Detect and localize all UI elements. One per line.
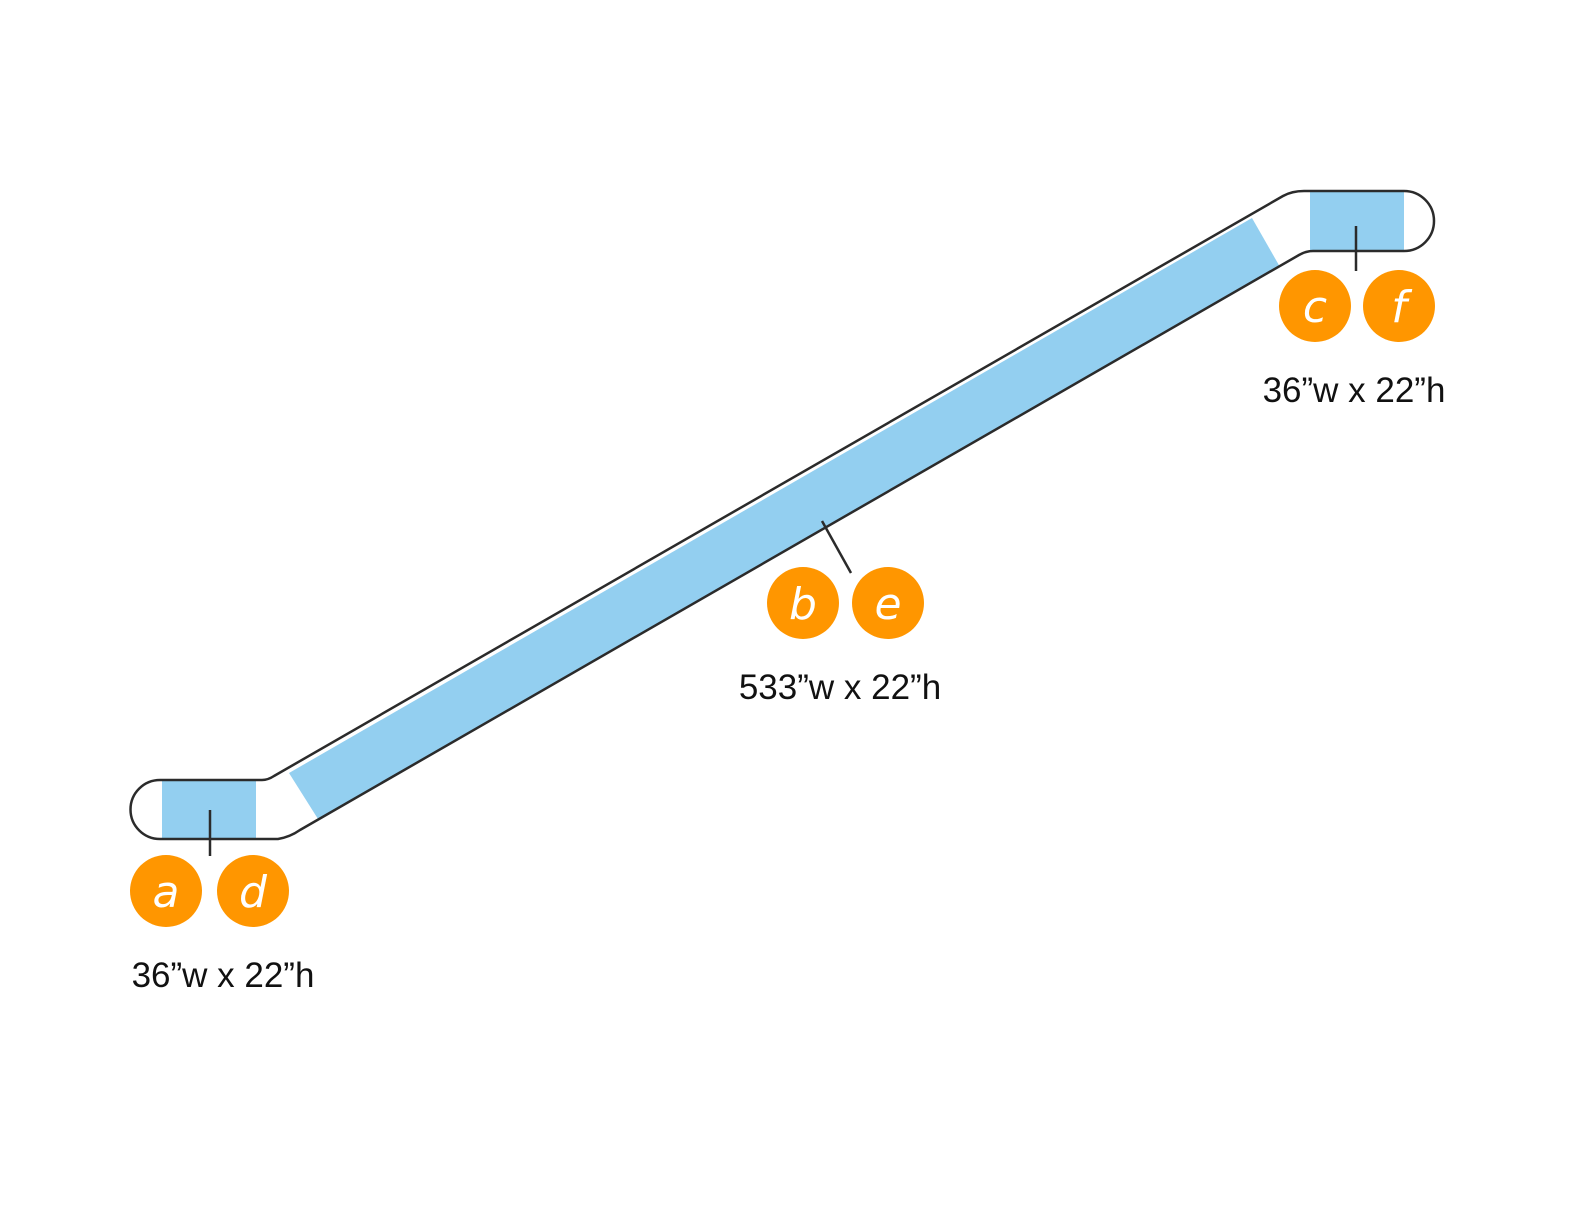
badge-lower-2: d (217, 855, 289, 927)
badge-middle-2: e (852, 567, 924, 639)
incline-panel (289, 218, 1280, 819)
dimension-label-lower: 36”w x 22”h (132, 956, 315, 995)
leader-line-middle (820, 520, 853, 574)
badge-letter: b (789, 579, 817, 630)
badge-lower-1: a (130, 855, 202, 927)
dimension-label-middle: 533”w x 22”h (739, 668, 941, 707)
badge-letter: e (874, 579, 901, 630)
badge-upper-1: c (1279, 270, 1351, 342)
badge-letter: d (239, 867, 268, 918)
badge-middle-1: b (767, 567, 839, 639)
badge-letter: c (1303, 282, 1327, 333)
badge-letter: a (153, 867, 180, 918)
badge-upper-2: f (1363, 270, 1435, 342)
handrail-outline (129, 189, 1436, 841)
dimension-label-upper: 36”w x 22”h (1263, 371, 1446, 410)
